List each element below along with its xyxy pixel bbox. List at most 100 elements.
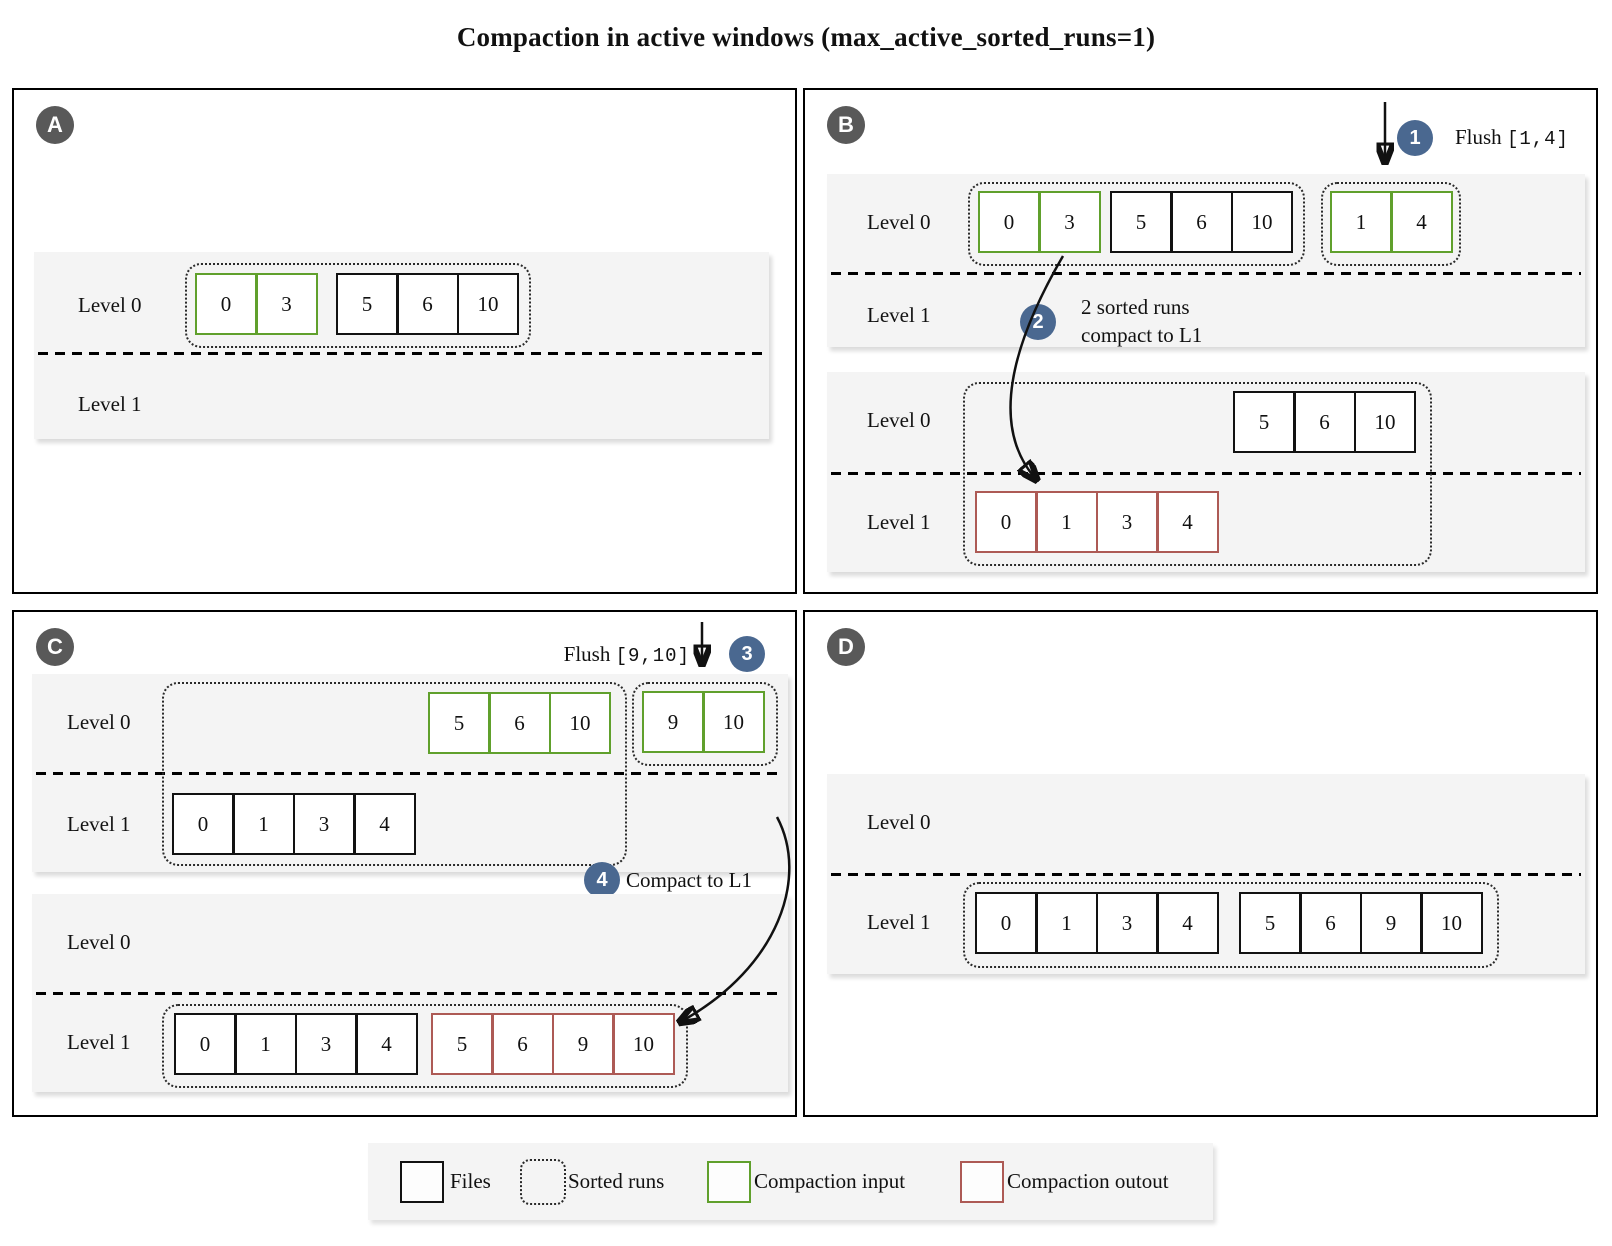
file-cell: 10	[1356, 393, 1414, 451]
panel-a-badge: A	[36, 106, 74, 144]
file-cell: 10	[1422, 894, 1481, 952]
file-cell: 6	[1172, 193, 1231, 251]
compaction-input-swatch-icon	[707, 1160, 751, 1203]
panel-c: C Flush [9,10] 3 Level 0 Level 1 5 6 10 …	[12, 610, 797, 1117]
file-cell: 0	[197, 275, 255, 333]
flush-range: [1,4]	[1506, 128, 1569, 150]
sorted-run-outline	[632, 682, 778, 766]
file-cell: 5	[433, 1015, 491, 1073]
legend-label: Compaction outout	[1007, 1169, 1169, 1193]
file-cell: 6	[490, 694, 549, 752]
file-cell: 3	[1040, 193, 1099, 251]
file-group-compaction-output: 0 1 3 4	[975, 491, 1219, 553]
legend-label: Compaction input	[754, 1169, 906, 1193]
flush-label: Flush	[563, 642, 611, 666]
level-1-label: Level 1	[867, 510, 931, 534]
sorted-run-outline	[968, 182, 1305, 266]
file-cell: 4	[1158, 493, 1217, 551]
file-group: 5 6 10	[336, 273, 519, 335]
file-cell: 3	[295, 795, 353, 853]
panel-d-level-separator	[831, 873, 1581, 876]
file-cell: 10	[459, 275, 517, 333]
file-cell: 5	[338, 275, 396, 333]
level-1-label: Level 1	[867, 303, 931, 327]
file-group: 5 6 9 10	[1239, 892, 1483, 954]
file-cell: 1	[1037, 894, 1096, 952]
file-cell: 0	[977, 894, 1035, 952]
file-cell: 6	[398, 275, 457, 333]
level-0-label: Level 0	[67, 710, 131, 734]
compact-annotation-line2: compact to L1	[1081, 323, 1203, 347]
file-group-compaction-input: 1 4	[1330, 191, 1453, 253]
level-1-label: Level 1	[67, 812, 131, 836]
file-cell: 10	[614, 1015, 673, 1073]
flush-annotation: Flush [1,4]	[1455, 123, 1569, 153]
flush-label: Flush	[1455, 125, 1502, 149]
panel-b: B 1 Flush [1,4] Level 0 Level 1 0 3 5 6 …	[803, 88, 1598, 594]
file-cell: 10	[1233, 193, 1291, 251]
file-cell: 0	[977, 493, 1035, 551]
file-cell: 3	[1098, 894, 1156, 952]
file-cell: 10	[551, 694, 609, 752]
panel-c-stage1-separator	[36, 772, 784, 775]
flush-arrow-icon	[1365, 102, 1405, 176]
level-1-label: Level 1	[867, 910, 931, 934]
compact-arrow-icon	[624, 816, 791, 1042]
compaction-output-swatch-icon	[960, 1160, 1004, 1203]
file-cell: 6	[1301, 894, 1360, 952]
legend-item-files: Files	[400, 1143, 491, 1220]
level-1-label: Level 1	[78, 392, 142, 416]
file-cell: 3	[1098, 493, 1156, 551]
legend: Files Sorted runs Compaction input Compa…	[368, 1143, 1213, 1220]
file-cell: 9	[554, 1015, 612, 1073]
compact-annotation-line1: 2 sorted runs	[1081, 295, 1190, 319]
file-cell: 4	[357, 1015, 416, 1073]
sorted-run-outline	[162, 1004, 688, 1088]
step-4-badge: 4	[584, 862, 620, 898]
sorted-run-outline	[963, 382, 1432, 566]
file-cell: 5	[1112, 193, 1170, 251]
legend-item-sorted-runs: Sorted runs	[520, 1143, 664, 1220]
file-cell: 9	[644, 693, 702, 751]
sorted-run-outline	[162, 682, 627, 866]
sorted-run-swatch-icon	[520, 1158, 566, 1205]
level-0-label: Level 0	[67, 930, 131, 954]
file-group-compaction-output: 5 6 9 10	[431, 1013, 675, 1075]
flush-arrow-icon	[682, 622, 722, 678]
level-1-label: Level 1	[67, 1030, 131, 1054]
panel-d-badge: D	[827, 628, 865, 666]
file-group-compaction-input: 9 10	[642, 691, 765, 753]
file-cell: 9	[1362, 894, 1420, 952]
file-cell: 0	[980, 193, 1038, 251]
file-cell: 5	[430, 694, 488, 752]
panel-b-badge: B	[827, 106, 865, 144]
compact-annotation: 2 sorted runs compact to L1	[1081, 293, 1202, 349]
flush-annotation: Flush [9,10]	[494, 640, 690, 670]
panel-b-stage1-separator	[831, 272, 1581, 275]
file-cell: 1	[1037, 493, 1096, 551]
step-1-badge: 1	[1397, 120, 1433, 156]
file-cell: 4	[1392, 193, 1451, 251]
file-cell: 1	[236, 1015, 295, 1073]
file-cell: 5	[1235, 393, 1293, 451]
panel-c-stage2-separator	[36, 992, 784, 995]
level-0-label: Level 0	[867, 810, 931, 834]
sorted-run-outline	[963, 882, 1499, 968]
legend-label: Files	[450, 1169, 491, 1193]
file-cell: 3	[297, 1015, 355, 1073]
file-group: 0 1 3 4	[975, 892, 1219, 954]
file-group-compaction-input: 0 3	[978, 191, 1101, 253]
level-0-label: Level 0	[867, 408, 931, 432]
panel-a-level-separator	[38, 352, 765, 355]
sorted-run-outline	[185, 263, 531, 348]
file-group-compaction-input: 0 3	[195, 273, 318, 335]
panel-b-stage2-separator	[831, 472, 1581, 475]
file-group-compaction-input: 5 6 10	[428, 692, 611, 754]
file-group: 0 1 3 4	[172, 793, 416, 855]
flush-range: [9,10]	[615, 645, 690, 667]
sorted-run-outline	[1321, 182, 1461, 266]
file-group: 5 6 10	[1110, 191, 1293, 253]
level-0-label: Level 0	[78, 293, 142, 317]
file-cell: 5	[1241, 894, 1299, 952]
